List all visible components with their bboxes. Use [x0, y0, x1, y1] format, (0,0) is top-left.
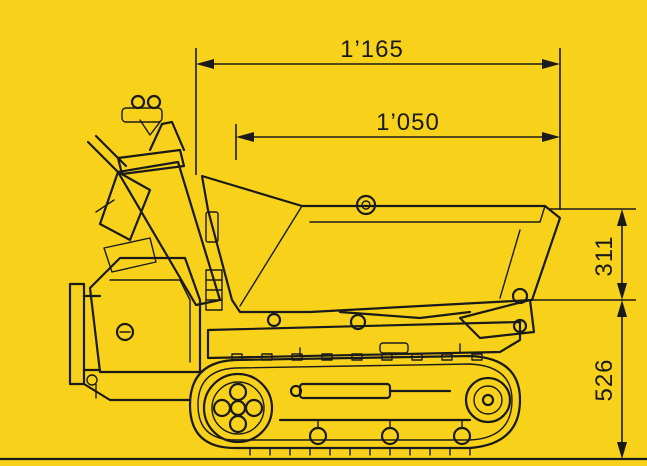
crawler-track	[188, 353, 522, 456]
overall-length-label: 1’165	[340, 36, 404, 63]
bucket-height-label: 311	[591, 235, 618, 276]
idler-wheel	[464, 376, 512, 424]
operator-console	[86, 94, 222, 307]
dimension-overall-length: 1’165	[195, 36, 561, 210]
track-rollers	[278, 418, 472, 446]
front-frame	[68, 282, 192, 402]
bucket-length-label: 1’050	[376, 109, 440, 136]
dimension-bucket-height: 311	[532, 208, 636, 301]
dimension-loading-height: 526	[591, 300, 627, 459]
hydraulic-cylinder	[289, 382, 452, 400]
dimension-bucket-length: 1’050	[235, 109, 560, 160]
drive-sprocket	[202, 372, 274, 444]
dump-bucket	[200, 174, 562, 314]
chassis-frame	[206, 320, 522, 360]
loading-height-label: 526	[591, 358, 618, 401]
bucket-hinge-links	[266, 287, 536, 340]
engine-housing	[88, 256, 223, 374]
